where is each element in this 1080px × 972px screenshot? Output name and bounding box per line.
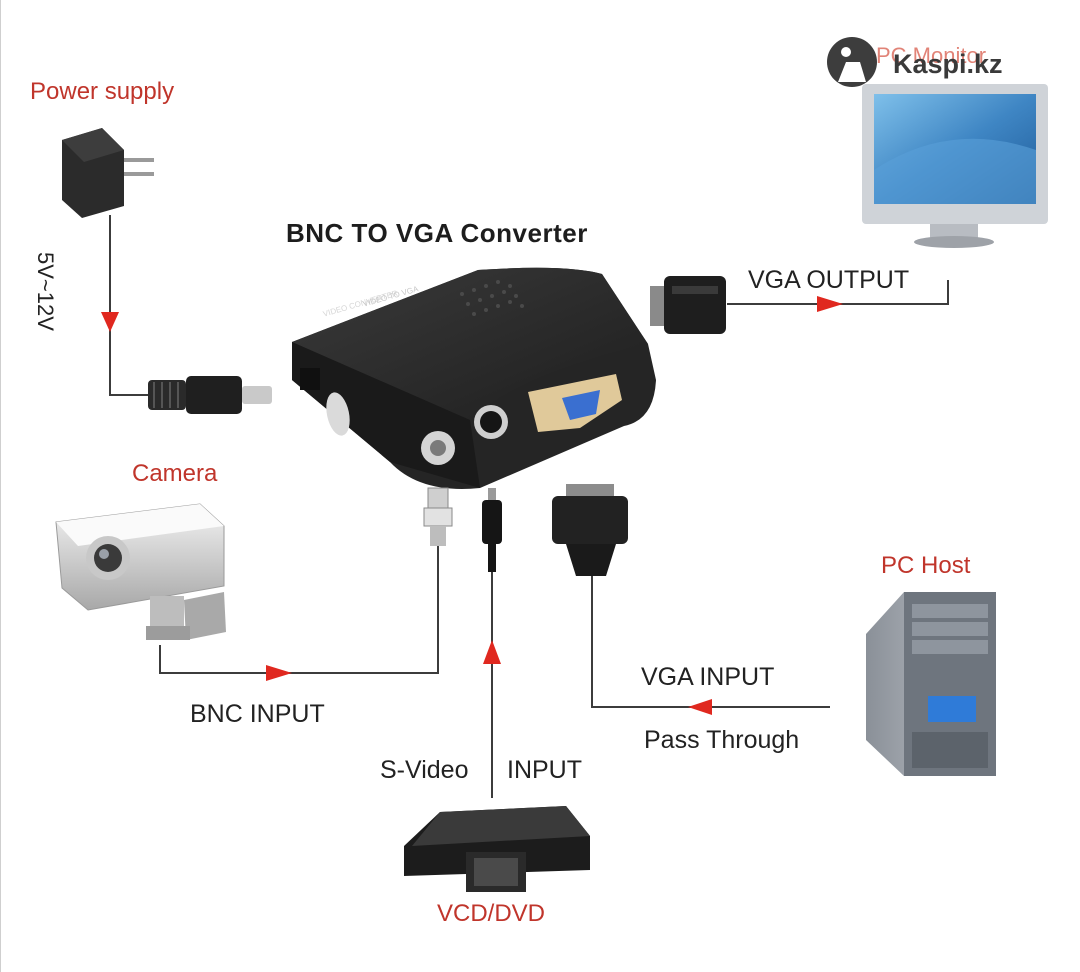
monitor-icon — [862, 84, 1048, 248]
wires — [109, 215, 949, 798]
pc-tower-icon — [866, 592, 996, 776]
arrows — [101, 296, 843, 715]
svideo-plug-icon — [482, 488, 502, 572]
bnc-arrow — [266, 665, 292, 681]
dc-plug-icon — [148, 376, 272, 414]
label-camera: Camera — [132, 460, 218, 487]
watermark-logo-text: Kaspi.kz — [893, 49, 1003, 79]
label-pass-through: Pass Through — [644, 726, 800, 754]
label-svideo-input: INPUT — [507, 756, 582, 784]
kaspi-logo-icon — [827, 37, 877, 87]
label-vga-output: VGA OUTPUT — [748, 266, 910, 294]
vga-input-wire — [591, 575, 830, 708]
label-vcd-dvd: VCD/DVD — [437, 900, 546, 927]
power-arrow — [101, 312, 119, 332]
label-power-supply: Power supply — [30, 78, 175, 105]
power-wire — [109, 215, 150, 396]
dvd-player-icon — [404, 806, 590, 892]
label-vga-input: VGA INPUT — [641, 663, 775, 691]
vga-input-arrow — [688, 699, 712, 715]
label-pc-host: PC Host — [881, 552, 971, 579]
vga-output-arrow — [817, 296, 843, 312]
bnc-wire — [159, 545, 439, 674]
vga-output-wire — [727, 280, 949, 305]
label-pc-monitor: PC Monitor — [876, 43, 987, 68]
label-voltage: 5V~12V — [33, 252, 58, 331]
diagram-title: BNC TO VGA Converter — [286, 218, 588, 248]
label-bnc-input: BNC INPUT — [190, 700, 325, 728]
vga-plug-icon — [650, 276, 726, 334]
bnc-plug-icon — [423, 487, 453, 546]
power-adapter-icon — [62, 128, 154, 218]
converter-box-icon — [292, 267, 656, 489]
vga-input-plug-icon — [552, 484, 628, 576]
cctv-camera-icon — [55, 503, 226, 640]
svideo-arrow — [483, 640, 501, 664]
label-s-video: S-Video — [380, 756, 469, 784]
